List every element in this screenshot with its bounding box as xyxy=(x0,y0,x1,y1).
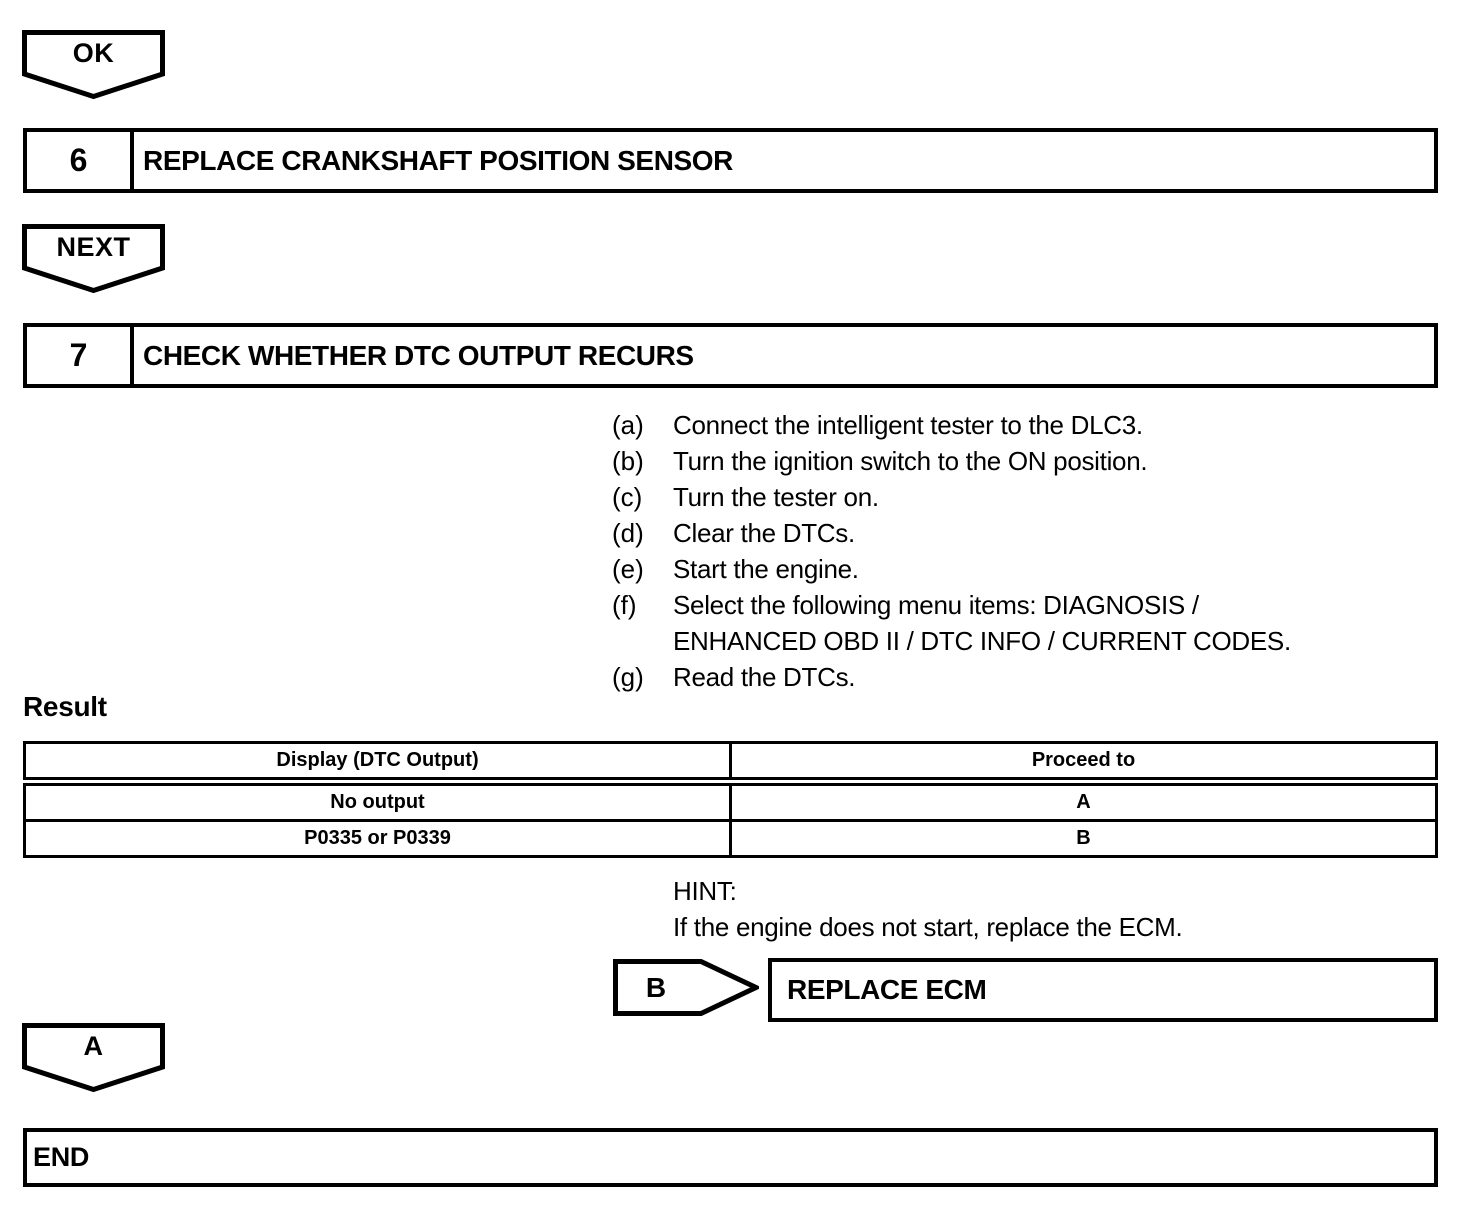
procedure-item-label: (e) xyxy=(612,554,644,584)
next-connector: NEXT xyxy=(22,224,165,294)
replace-ecm-title: REPLACE ECM xyxy=(787,974,987,1005)
procedure-item-label: (g) xyxy=(612,662,644,692)
hint-label: HINT: xyxy=(673,876,737,906)
pentagon-down-shape xyxy=(22,30,165,100)
ok-connector: OK xyxy=(22,30,165,100)
result-heading: Result xyxy=(23,691,107,722)
procedure-item-text: Select the following menu items: DIAGNOS… xyxy=(673,590,1291,656)
hint-block: HINT: If the engine does not start, repl… xyxy=(673,873,1183,945)
table-cell-proceed: A xyxy=(729,780,1438,822)
procedure-item-f: (f) Select the following menu items: DIA… xyxy=(612,587,1438,659)
procedure-item-label: (d) xyxy=(612,518,644,548)
pentagon-down-outline xyxy=(22,30,165,100)
table-header-proceed: Proceed to xyxy=(729,741,1438,786)
procedure-item-text: Turn the ignition switch to the ON posit… xyxy=(673,446,1148,476)
result-table: Display (DTC Output) Proceed to No outpu… xyxy=(23,741,1438,858)
next-connector-label: NEXT xyxy=(56,232,131,262)
procedure-item-text: Start the engine. xyxy=(673,554,859,584)
procedure-item-g: (g) Read the DTCs. xyxy=(612,659,1438,695)
procedure-item-text: Turn the tester on. xyxy=(673,482,879,512)
table-row: No output A xyxy=(23,780,1438,822)
procedure-item-label: (a) xyxy=(612,410,644,440)
b-connector: B xyxy=(613,959,759,1016)
b-connector-label: B xyxy=(645,971,667,1003)
a-connector: A xyxy=(22,1023,165,1093)
procedure-item-text: Read the DTCs. xyxy=(673,662,856,692)
step-6-title: REPLACE CRANKSHAFT POSITION SENSOR xyxy=(143,144,733,176)
step-6-number: 6 xyxy=(27,132,134,189)
step-7-number: 7 xyxy=(27,327,134,384)
procedure-item-text: Clear the DTCs. xyxy=(673,518,855,548)
result-table-header-row: Display (DTC Output) Proceed to xyxy=(23,741,1438,786)
pentagon-down-outline xyxy=(22,224,165,294)
procedure-item-c: (c) Turn the tester on. xyxy=(612,479,1438,515)
procedure-item-d: (d) Clear the DTCs. xyxy=(612,515,1438,551)
procedure-item-e: (e) Start the engine. xyxy=(612,551,1438,587)
step-6-box: 6 REPLACE CRANKSHAFT POSITION SENSOR xyxy=(23,128,1438,193)
procedure-item-text: Connect the intelligent tester to the DL… xyxy=(673,410,1143,440)
ok-connector-label: OK xyxy=(72,38,115,68)
procedure-item-label: (f) xyxy=(612,590,637,620)
table-row: P0335 or P0339 B xyxy=(23,819,1438,858)
procedure-item-label: (b) xyxy=(612,446,644,476)
table-cell-display: No output xyxy=(23,780,732,822)
step-7-box: 7 CHECK WHETHER DTC OUTPUT RECURS xyxy=(23,323,1438,388)
table-cell-display: P0335 or P0339 xyxy=(23,819,732,858)
table-cell-proceed: B xyxy=(729,819,1438,858)
pentagon-down-outline xyxy=(22,1023,165,1093)
step-7-title: CHECK WHETHER DTC OUTPUT RECURS xyxy=(143,339,694,371)
procedure-item-b: (b) Turn the ignition switch to the ON p… xyxy=(612,443,1438,479)
pentagon-down-shape xyxy=(22,1023,165,1093)
procedure-item-a: (a) Connect the intelligent tester to th… xyxy=(612,407,1438,443)
end-title: END xyxy=(33,1142,90,1172)
hint-text: If the engine does not start, replace th… xyxy=(673,912,1183,942)
end-box: END xyxy=(23,1128,1438,1187)
a-connector-label: A xyxy=(83,1031,104,1061)
procedure-list: (a) Connect the intelligent tester to th… xyxy=(612,407,1438,695)
pentagon-down-shape xyxy=(22,224,165,294)
pentagon-right-shape xyxy=(613,959,759,1016)
procedure-item-label: (c) xyxy=(612,482,643,512)
replace-ecm-box: REPLACE ECM xyxy=(768,958,1438,1022)
table-header-display: Display (DTC Output) xyxy=(23,741,732,786)
pentagon-right-outline xyxy=(613,959,759,1016)
